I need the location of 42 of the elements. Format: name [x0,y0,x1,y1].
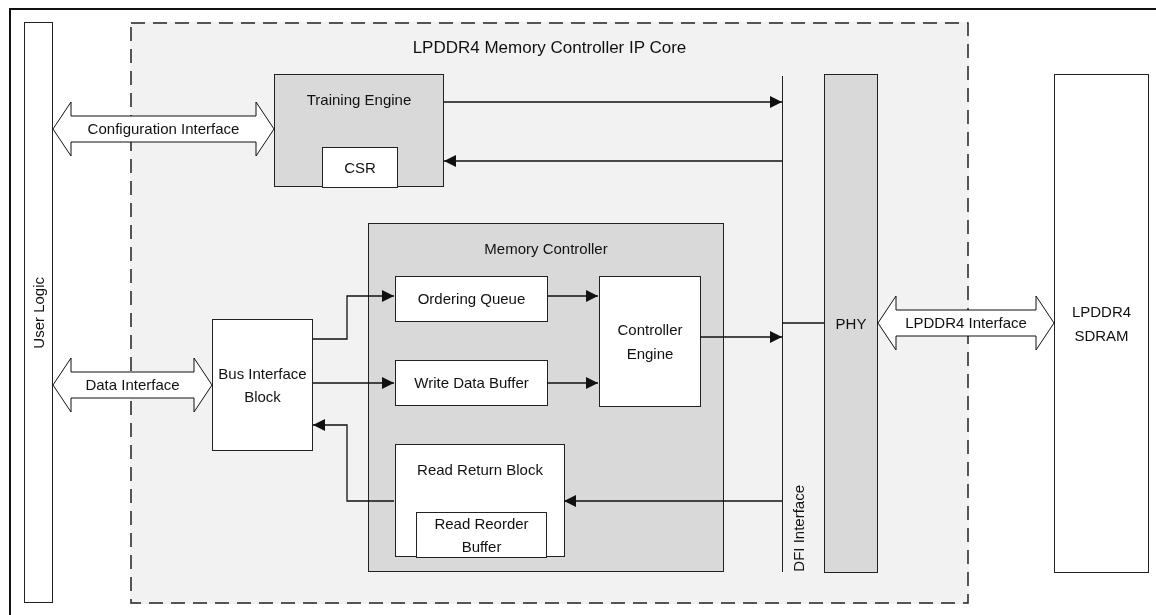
block-bar [24,22,53,603]
connector-line [781,322,825,324]
block-box [212,319,313,451]
block-box [1054,74,1149,573]
node-label: Read Reorder Buffer [433,513,530,557]
block-box [416,512,547,558]
node-label: Bus Interface Block [217,363,308,407]
edge-label: Data Interface [84,376,181,394]
node-label: DFI Interface [788,485,808,572]
arrow [699,331,783,343]
node-label: Controller Engine [616,320,684,364]
double-block-arrow [877,295,1055,351]
edge-label: LPDDR4 Interface [904,314,1028,332]
block-box [395,444,565,557]
arrow [563,495,783,507]
node-label: Memory Controller [483,239,609,259]
arrow [546,377,599,389]
arrow [312,290,395,340]
edge-label: Configuration Interface [86,120,241,138]
region-title: LPDDR4 Memory Controller IP Core [411,37,688,59]
node-label: PHY [834,313,868,334]
node-label: LPDDR4 SDRAM [1070,302,1133,346]
block-box [395,276,548,322]
node-label: Read Return Block [416,460,544,480]
module-bar [824,74,878,573]
arrow [546,290,599,302]
arrow [312,377,395,389]
node-label: Training Engine [305,90,413,110]
arrow [312,419,395,502]
node-label: Ordering Queue [416,289,527,310]
node-label: CSR [343,157,377,178]
module-box [368,223,724,572]
block-box [599,276,701,407]
module-box [274,74,444,187]
node-label: Write Data Buffer [413,373,530,394]
double-block-arrow [52,357,213,413]
node-label: User Logic [28,276,48,349]
block-box [322,147,398,188]
arrow [443,96,783,108]
block-box [395,360,548,406]
arrow [443,155,783,167]
double-block-arrow [52,101,275,157]
